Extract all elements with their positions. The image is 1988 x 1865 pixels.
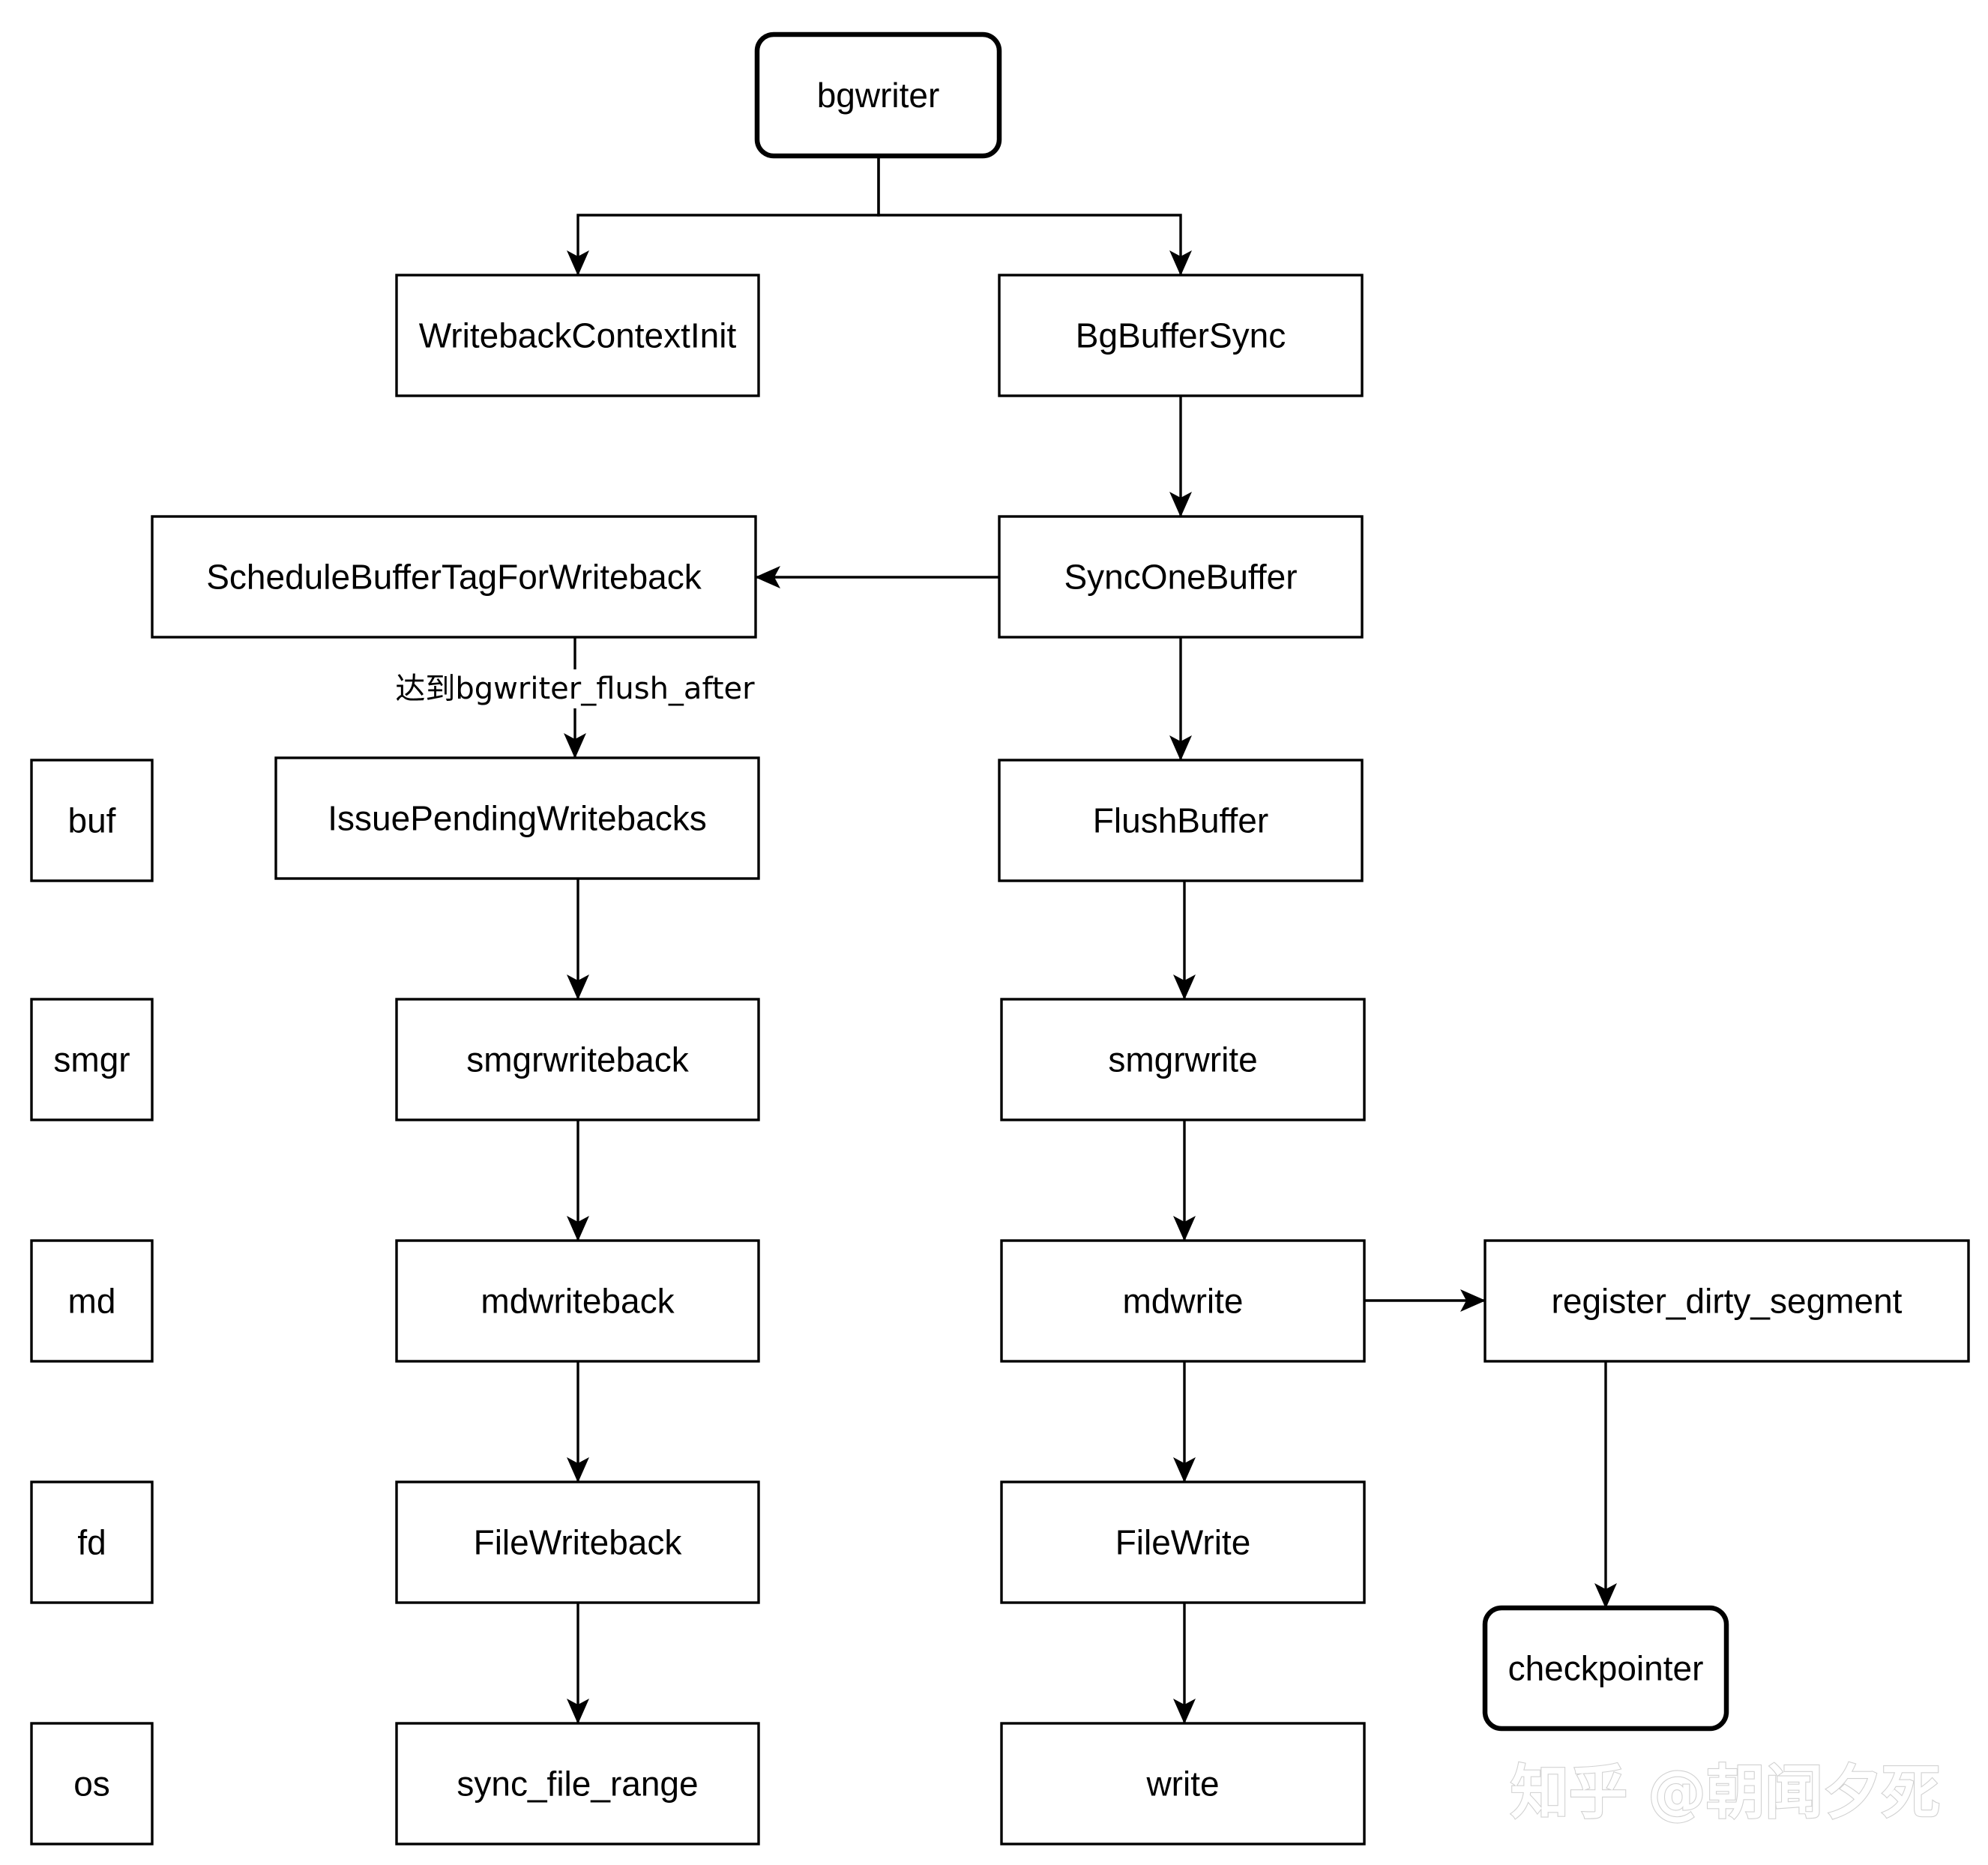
node-issuependingwritebacks: IssuePendingWritebacks bbox=[274, 756, 760, 880]
node-writebackcontextinit: WritebackContextInit bbox=[395, 274, 760, 397]
node-sync-file-range-shape bbox=[395, 1722, 760, 1846]
layer-buf: buf bbox=[30, 759, 154, 882]
node-sync-file-range: sync_file_range bbox=[395, 1722, 760, 1846]
node-synconebuffer-label: SyncOneBuffer bbox=[1064, 558, 1297, 597]
node-checkpointer-label: checkpointer bbox=[1508, 1649, 1704, 1688]
watermark-text: 知乎 @朝闻夕死 bbox=[1510, 1759, 1940, 1827]
node-register-dirty-segment-shape bbox=[1484, 1239, 1970, 1363]
node-flushbuffer-label: FlushBuffer bbox=[1093, 801, 1268, 840]
node-bgwriter: bgwriter bbox=[754, 31, 1002, 159]
layer-md-shape bbox=[30, 1239, 154, 1363]
node-mdwriteback: mdwriteback bbox=[395, 1239, 760, 1363]
node-synconebuffer-shape bbox=[998, 515, 1364, 639]
node-smgrwriteback: smgrwriteback bbox=[395, 998, 760, 1121]
node-bgbuffersync: BgBufferSync bbox=[998, 274, 1364, 397]
layer-smgr: smgr bbox=[30, 998, 154, 1121]
node-filewrite: FileWrite bbox=[1000, 1480, 1366, 1604]
node-writebackcontextinit-shape bbox=[395, 274, 760, 397]
edge-label: 达到bgwriter_flush_after bbox=[395, 672, 755, 706]
node-bgwriter-shape bbox=[754, 31, 1002, 159]
layer-buf-label: buf bbox=[68, 801, 116, 840]
edge-bgwriter-to-bgbuffersync bbox=[877, 156, 1192, 276]
node-mdwriteback-shape bbox=[395, 1239, 760, 1363]
layer-md: md bbox=[30, 1239, 154, 1363]
node-bgbuffersync-shape bbox=[998, 274, 1364, 397]
node-register-dirty-segment-label: register_dirty_segment bbox=[1552, 1282, 1903, 1321]
node-filewrite-label: FileWrite bbox=[1115, 1523, 1251, 1562]
node-schedulebuffertagforwriteback: ScheduleBufferTagForWriteback bbox=[151, 515, 757, 639]
node-filewriteback-shape bbox=[395, 1480, 760, 1604]
layer-os-shape bbox=[30, 1722, 154, 1846]
node-register-dirty-segment: register_dirty_segment bbox=[1484, 1239, 1970, 1363]
node-write: write bbox=[1000, 1722, 1366, 1846]
edges-layer: 达到bgwriter_flush_after bbox=[386, 156, 1617, 1724]
layer-buf-shape bbox=[30, 759, 154, 882]
node-synconebuffer: SyncOneBuffer bbox=[998, 515, 1364, 639]
node-checkpointer-shape bbox=[1482, 1605, 1729, 1732]
node-writebackcontextinit-label: WritebackContextInit bbox=[419, 316, 737, 355]
node-issuependingwritebacks-shape bbox=[274, 756, 760, 880]
node-flushbuffer: FlushBuffer bbox=[998, 759, 1364, 882]
node-bgwriter-label: bgwriter bbox=[817, 76, 940, 115]
node-mdwriteback-label: mdwriteback bbox=[481, 1282, 675, 1321]
node-smgrwrite: smgrwrite bbox=[1000, 998, 1366, 1121]
node-smgrwrite-label: smgrwrite bbox=[1108, 1040, 1257, 1079]
node-filewrite-shape bbox=[1000, 1480, 1366, 1604]
edge-schedulebuffertagforwriteback-to-issuependingwritebacks: 达到bgwriter_flush_after bbox=[386, 637, 764, 759]
layer-md-label: md bbox=[68, 1282, 116, 1321]
layer-fd-shape bbox=[30, 1480, 154, 1604]
node-smgrwriteback-shape bbox=[395, 998, 760, 1121]
layer-os-label: os bbox=[73, 1765, 110, 1804]
node-issuependingwritebacks-label: IssuePendingWritebacks bbox=[328, 799, 706, 838]
node-bgbuffersync-label: BgBufferSync bbox=[1076, 316, 1286, 355]
node-filewriteback-label: FileWriteback bbox=[474, 1523, 683, 1562]
node-checkpointer: checkpointer bbox=[1482, 1605, 1729, 1732]
layer-fd-label: fd bbox=[77, 1523, 106, 1562]
node-flushbuffer-shape bbox=[998, 759, 1364, 882]
layer-labels: buf smgr md fd os bbox=[30, 759, 154, 1846]
layer-fd: fd bbox=[30, 1480, 154, 1604]
node-write-label: write bbox=[1145, 1765, 1219, 1804]
node-mdwrite-shape bbox=[1000, 1239, 1366, 1363]
node-schedulebuffertagforwriteback-shape bbox=[151, 515, 757, 639]
layer-os: os bbox=[30, 1722, 154, 1846]
edge-arrow bbox=[877, 156, 1192, 276]
edge-arrow bbox=[567, 156, 880, 276]
edge-label-background bbox=[386, 669, 764, 708]
edge-bgwriter-to-writebackcontextinit bbox=[567, 156, 880, 276]
node-write-shape bbox=[1000, 1722, 1366, 1846]
node-sync-file-range-label: sync_file_range bbox=[457, 1765, 698, 1804]
node-smgrwrite-shape bbox=[1000, 998, 1366, 1121]
node-mdwrite: mdwrite bbox=[1000, 1239, 1366, 1363]
node-schedulebuffertagforwriteback-label: ScheduleBufferTagForWriteback bbox=[206, 558, 702, 597]
node-smgrwriteback-label: smgrwriteback bbox=[466, 1040, 690, 1079]
layer-smgr-label: smgr bbox=[53, 1040, 130, 1079]
node-mdwrite-label: mdwrite bbox=[1122, 1282, 1243, 1321]
layer-smgr-shape bbox=[30, 998, 154, 1121]
node-filewriteback: FileWriteback bbox=[395, 1480, 760, 1604]
